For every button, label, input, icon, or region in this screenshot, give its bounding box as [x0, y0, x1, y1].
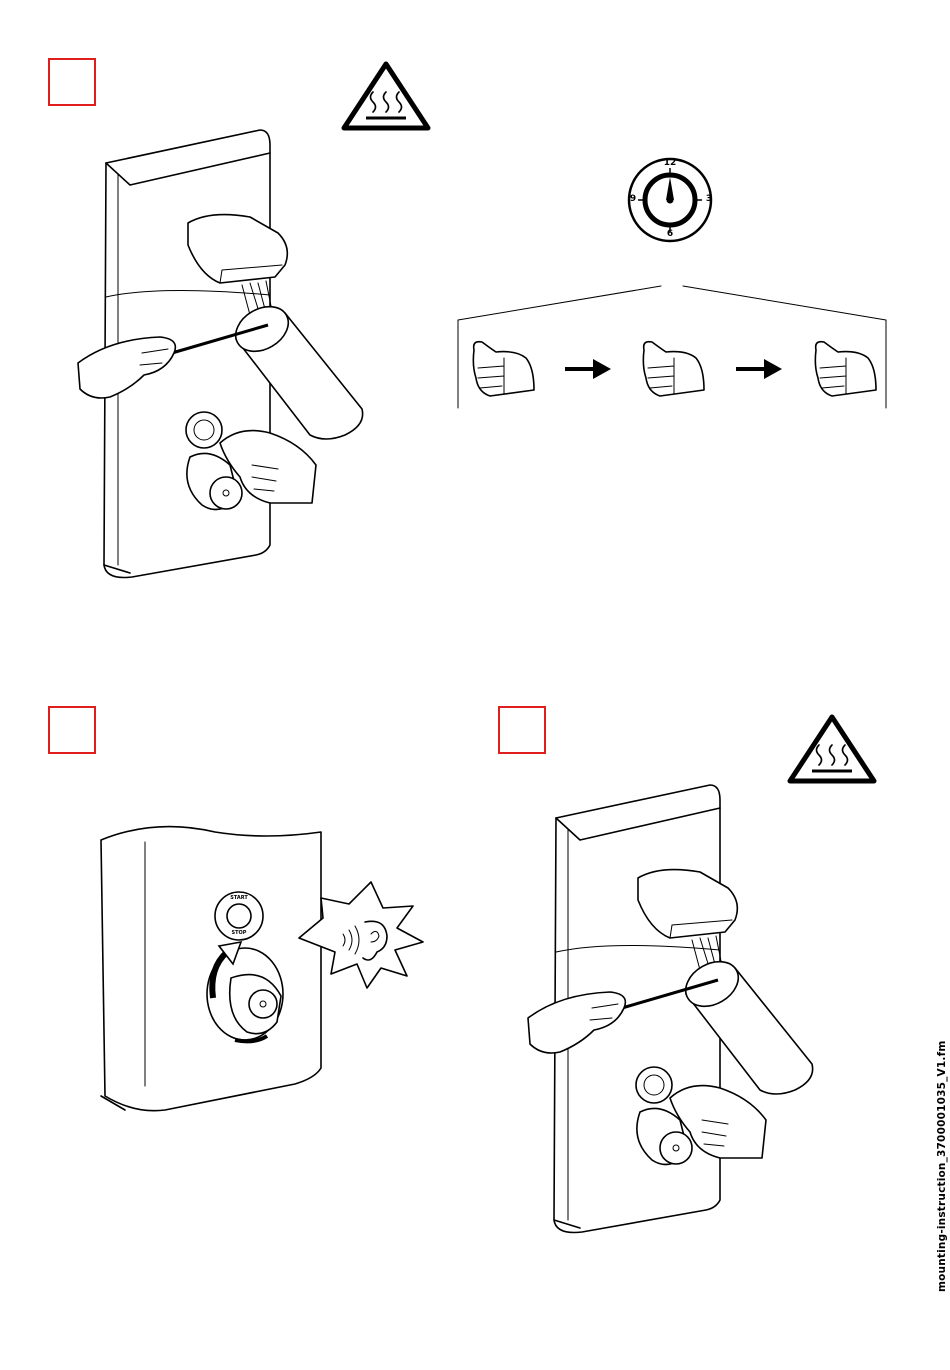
control-panel-illustration [95, 818, 435, 1118]
shower-panel-illustration [520, 780, 820, 1240]
hot-surface-warning-icon [786, 713, 878, 785]
clock-label-3: 3 [702, 194, 716, 204]
clock-label-12: 12 [662, 158, 678, 168]
step-box-2 [48, 706, 96, 754]
step-box-1 [48, 58, 96, 106]
thumb-press-icon [638, 338, 708, 400]
arrow-right-icon [734, 357, 784, 381]
step-box-3 [498, 706, 546, 754]
arrow-right-icon [563, 357, 613, 381]
shower-panel-illustration [70, 125, 370, 585]
stop-label: STOP [224, 930, 254, 936]
hot-surface-warning-icon [340, 60, 432, 132]
clock-label-6: 6 [662, 229, 678, 239]
start-label: START [224, 895, 254, 901]
clock-label-9: 9 [626, 194, 640, 204]
thumb-press-icon [468, 338, 538, 400]
document-filename: mounting-instruction_3700001035_V1.fm [936, 1041, 948, 1293]
thumb-press-icon [810, 338, 880, 400]
